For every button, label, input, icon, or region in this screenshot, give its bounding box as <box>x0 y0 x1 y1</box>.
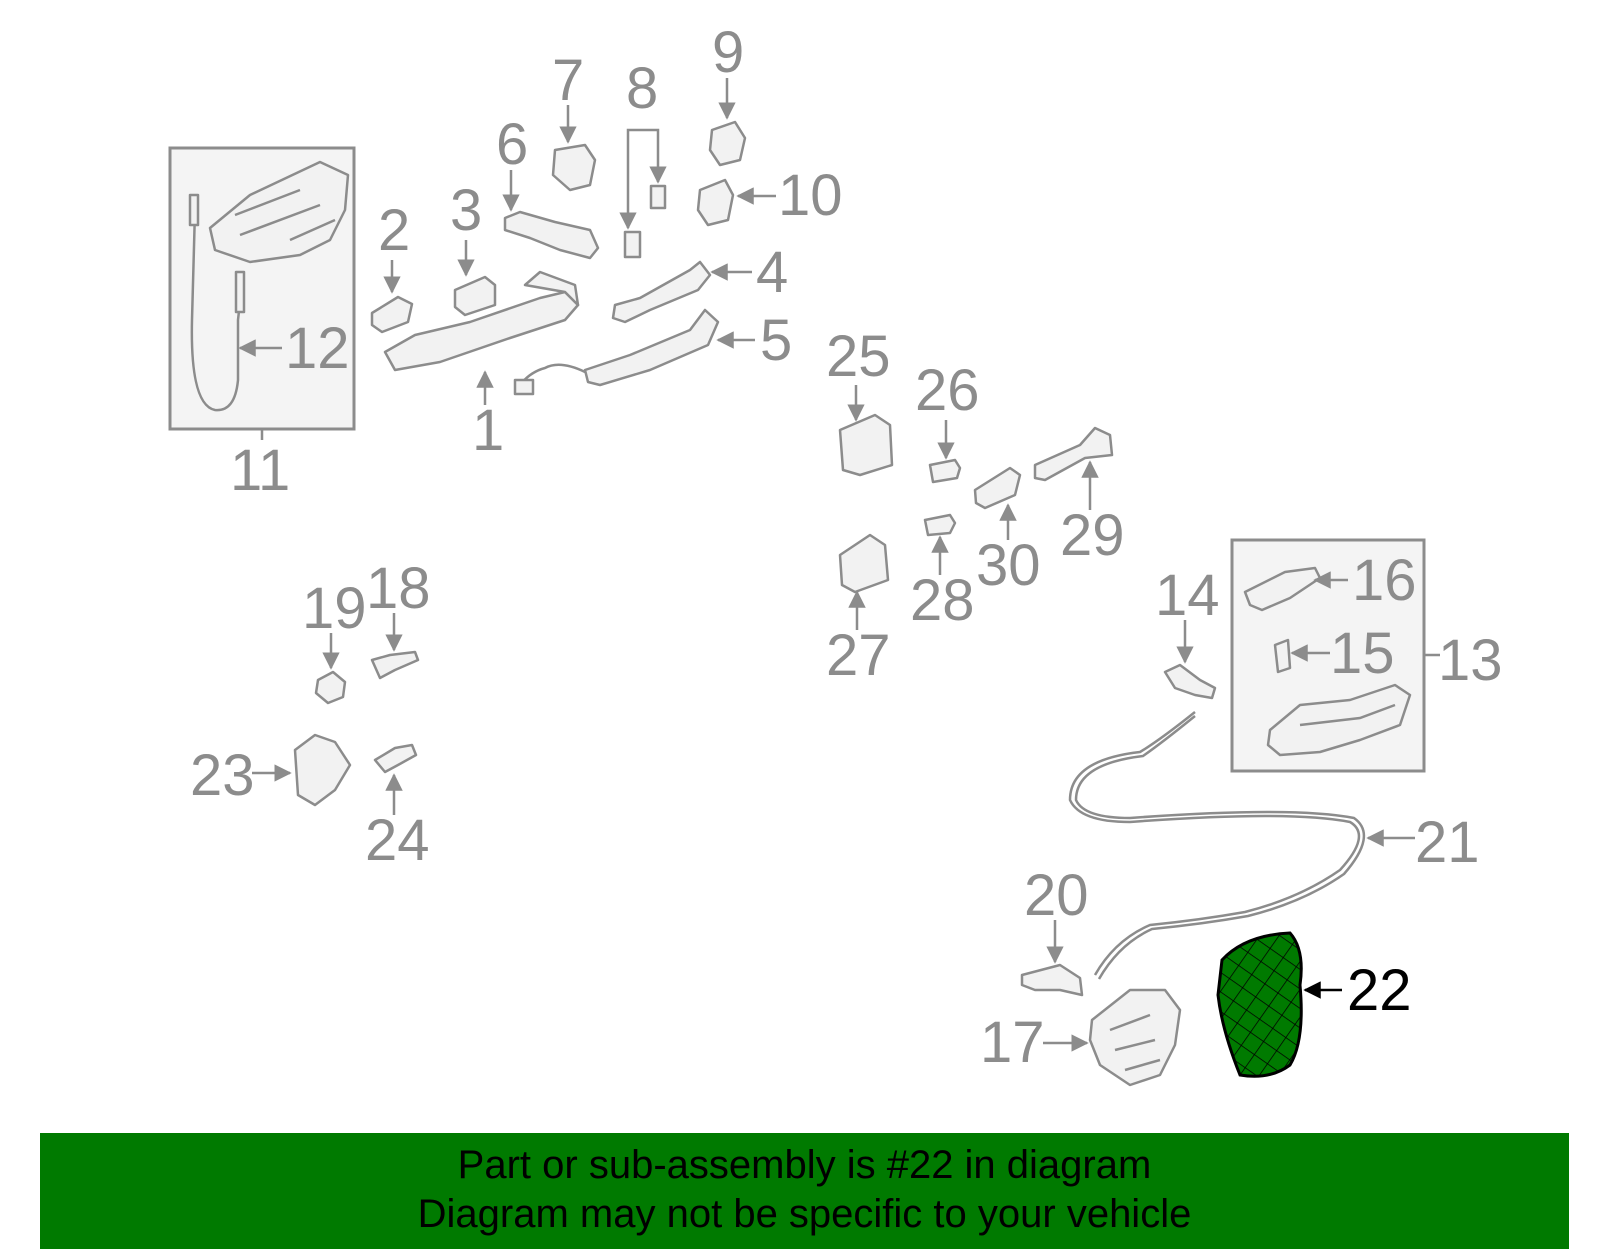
part-10-cover[interactable] <box>696 178 735 227</box>
callout-28: 28 <box>910 568 975 633</box>
callout-13: 13 <box>1438 628 1503 693</box>
part-14-screw[interactable] <box>1163 663 1217 700</box>
part-9-cover[interactable] <box>708 120 747 167</box>
callout-20: 20 <box>1024 863 1089 928</box>
callout-30: 30 <box>976 533 1041 598</box>
callout-26: 26 <box>915 358 980 423</box>
callout-11: 11 <box>230 438 290 503</box>
part-3-gasket[interactable] <box>453 275 497 317</box>
part-28-bumper[interactable] <box>923 513 957 537</box>
callout-12: 12 <box>285 316 350 381</box>
part-2-gasket[interactable] <box>370 295 414 334</box>
callout-15: 15 <box>1330 621 1395 686</box>
callout-10: 10 <box>778 163 843 228</box>
callout-24: 24 <box>365 808 430 873</box>
part-7-cap[interactable] <box>551 143 597 192</box>
callout-18: 18 <box>366 556 431 621</box>
part-26-bumper[interactable] <box>928 458 962 484</box>
part-25-striker[interactable] <box>838 413 894 477</box>
part-29-door-check[interactable] <box>1033 426 1114 482</box>
info-banner: Part or sub-assembly is #22 in diagram D… <box>40 1133 1569 1249</box>
part-4-handle-bracket[interactable] <box>611 260 712 324</box>
callout-27: 27 <box>826 623 891 688</box>
callout-4: 4 <box>756 240 788 305</box>
callout-22: 22 <box>1347 958 1412 1023</box>
callout-9: 9 <box>712 20 744 85</box>
callout-19: 19 <box>302 576 367 641</box>
callout-17: 17 <box>980 1010 1045 1075</box>
callout-29: 29 <box>1060 503 1125 568</box>
part-5-handle-harness[interactable] <box>513 308 720 396</box>
callout-21: 21 <box>1415 810 1480 875</box>
callout-14: 14 <box>1155 563 1220 628</box>
part-1-outside-handle[interactable] <box>383 270 580 372</box>
callout-1: 1 <box>472 398 504 463</box>
part-23-striker-plate[interactable] <box>293 733 352 807</box>
banner-line-1: Part or sub-assembly is #22 in diagram <box>457 1143 1152 1187</box>
callout-25: 25 <box>826 324 891 389</box>
part-13-inside-handle-box[interactable] <box>1230 538 1426 773</box>
part-21-cable[interactable] <box>1068 711 1366 980</box>
callout-2: 2 <box>378 198 410 263</box>
part-24-bolt[interactable] <box>373 743 418 774</box>
banner-line-2: Diagram may not be specific to your vehi… <box>417 1192 1192 1236</box>
callout-8: 8 <box>626 56 658 121</box>
part-17-latch[interactable] <box>1088 988 1182 1087</box>
callout-16: 16 <box>1352 548 1417 613</box>
part-20-bracket[interactable] <box>1020 963 1084 997</box>
part-8-clip-a[interactable] <box>623 230 642 259</box>
part-18-bolt[interactable] <box>370 650 420 680</box>
part-11-rod-assembly-box[interactable] <box>168 146 356 440</box>
part-8-clip-b[interactable] <box>649 184 667 210</box>
part-6-lock-cylinder[interactable] <box>503 210 600 260</box>
callout-23: 23 <box>190 743 255 808</box>
part-22-highlighted[interactable] <box>1216 931 1303 1078</box>
callout-3: 3 <box>450 178 482 243</box>
callout-6: 6 <box>496 112 528 177</box>
callout-7: 7 <box>552 48 584 113</box>
part-19-nut[interactable] <box>314 670 347 705</box>
part-30-check-cover[interactable] <box>973 466 1022 510</box>
callout-5: 5 <box>760 308 792 373</box>
part-27-striker[interactable] <box>838 533 890 594</box>
